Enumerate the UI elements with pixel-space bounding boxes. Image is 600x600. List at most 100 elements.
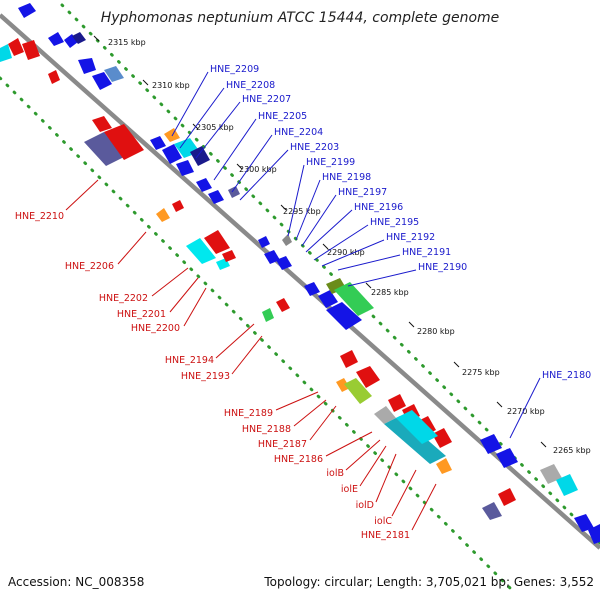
gene-arrow[interactable] <box>480 434 502 454</box>
gene-arrow[interactable] <box>396 410 438 444</box>
gene-arrow[interactable] <box>48 32 64 46</box>
gene-label[interactable]: HNE_2189 <box>224 408 273 419</box>
gene-label[interactable]: HNE_2200 <box>131 323 180 334</box>
gene-arrow[interactable] <box>92 72 112 90</box>
gene-arrow[interactable] <box>540 464 562 484</box>
gene-arrow[interactable] <box>556 474 578 496</box>
gene-arrow[interactable] <box>22 40 40 60</box>
gene-label[interactable]: HNE_2210 <box>15 211 64 222</box>
gene-arrow[interactable] <box>482 502 502 520</box>
gene-arrow[interactable] <box>496 448 518 468</box>
tick-label: 2305 kbp <box>196 123 234 132</box>
gene-arrow[interactable] <box>588 524 600 544</box>
gene-arrow[interactable] <box>172 200 184 212</box>
inner-guide-track <box>0 76 514 592</box>
gene-arrow[interactable] <box>150 136 166 150</box>
tick-mark <box>236 163 243 170</box>
gene-arrow[interactable] <box>78 58 96 74</box>
gene-label[interactable]: HNE_2190 <box>418 262 467 273</box>
gene-arrow[interactable] <box>336 378 350 392</box>
gene-label[interactable]: iolB <box>326 468 344 479</box>
gene-arrow[interactable] <box>340 350 358 368</box>
leader-line <box>169 277 199 313</box>
gene-label[interactable]: HNE_2187 <box>258 439 307 450</box>
gene-arrow[interactable] <box>436 458 452 474</box>
map-title: Hyphomonas neptunium ATCC 15444, complet… <box>101 10 500 26</box>
gene-label[interactable]: HNE_2205 <box>258 111 307 122</box>
gene-arrow[interactable] <box>8 38 24 56</box>
gene-arrow[interactable] <box>104 66 124 82</box>
gene-arrow[interactable] <box>48 70 60 84</box>
gene-label[interactable]: HNE_2196 <box>354 202 403 213</box>
tick-label: 2290 kbp <box>327 248 365 257</box>
gene-arrow[interactable] <box>162 144 182 164</box>
gene-arrow[interactable] <box>208 190 224 204</box>
gene-label[interactable]: HNE_2209 <box>210 64 259 75</box>
tick-label: 2265 kbp <box>553 446 591 455</box>
gene-label[interactable]: HNE_2188 <box>242 424 291 435</box>
gene-arrow[interactable] <box>196 178 212 192</box>
gene-arrow[interactable] <box>384 416 446 464</box>
leader-line <box>411 483 437 531</box>
gene-arrow[interactable] <box>104 124 144 160</box>
gene-arrow[interactable] <box>388 394 406 412</box>
gene-label[interactable]: HNE_2186 <box>274 454 323 465</box>
gene-arrow[interactable] <box>92 116 112 132</box>
gene-arrow[interactable] <box>498 488 516 506</box>
gene-arrow[interactable] <box>326 302 362 330</box>
gene-label[interactable]: HNE_2181 <box>361 530 410 541</box>
gene-arrow[interactable] <box>156 208 170 222</box>
tick-label: 2285 kbp <box>371 288 409 297</box>
leader-line <box>213 118 257 181</box>
gene-label[interactable]: HNE_2180 <box>542 370 591 381</box>
gene-arrow[interactable] <box>264 250 280 264</box>
leader-line <box>275 391 319 411</box>
gene-label[interactable]: HNE_2192 <box>386 232 435 243</box>
leader-line <box>345 439 381 471</box>
gene-label[interactable]: HNE_2191 <box>402 247 451 258</box>
tick-mark <box>93 35 100 42</box>
gene-arrow[interactable] <box>222 250 236 262</box>
gene-label[interactable]: HNE_2193 <box>181 371 230 382</box>
gene-label[interactable]: HNE_2203 <box>290 142 339 153</box>
gene-arrow[interactable] <box>262 308 274 322</box>
gene-arrow[interactable] <box>176 160 194 176</box>
reverse-gene-labels: HNE_2210 HNE_2206 HNE_2202 HNE_2201 HNE_… <box>15 211 410 541</box>
gene-label[interactable]: HNE_2197 <box>338 187 387 198</box>
gene-arrow[interactable] <box>318 290 338 308</box>
gene-arrow[interactable] <box>334 282 374 316</box>
gene-arrow[interactable] <box>228 186 240 198</box>
gene-label[interactable]: HNE_2202 <box>99 293 148 304</box>
gene-arrow[interactable] <box>432 428 452 448</box>
gene-arrow[interactable] <box>18 3 36 18</box>
gene-arrow[interactable] <box>84 132 126 166</box>
gene-label[interactable]: HNE_2199 <box>306 157 355 168</box>
tick-label: 2295 kbp <box>283 207 321 216</box>
gene-label[interactable]: HNE_2198 <box>322 172 371 183</box>
gene-arrow[interactable] <box>204 230 230 254</box>
gene-label[interactable]: HNE_2204 <box>274 127 323 138</box>
gene-label[interactable]: HNE_2206 <box>65 261 114 272</box>
gene-arrow[interactable] <box>282 234 292 246</box>
gene-arrow[interactable] <box>574 514 594 532</box>
gene-arrow[interactable] <box>0 44 12 62</box>
gene-label[interactable]: HNE_2208 <box>226 80 275 91</box>
gene-arrow[interactable] <box>72 32 86 44</box>
gene-arrow[interactable] <box>258 236 270 248</box>
gene-arrow[interactable] <box>276 298 290 312</box>
gene-label[interactable]: HNE_2195 <box>370 217 419 228</box>
gene-label[interactable]: HNE_2207 <box>242 94 291 105</box>
gene-arrow[interactable] <box>190 146 210 166</box>
gene-arrow[interactable] <box>304 282 320 296</box>
gene-arrow[interactable] <box>344 378 372 404</box>
gene-arrow[interactable] <box>186 238 216 264</box>
gene-label[interactable]: HNE_2201 <box>117 309 166 320</box>
gene-label[interactable]: iolD <box>356 500 374 511</box>
gene-label[interactable]: iolC <box>374 516 392 527</box>
gene-arrow[interactable] <box>276 256 292 270</box>
gene-label[interactable]: HNE_2194 <box>165 355 214 366</box>
gene-arrow[interactable] <box>374 406 396 424</box>
gene-label[interactable]: iolE <box>341 484 358 495</box>
gene-arrow[interactable] <box>356 366 380 388</box>
reverse-leader-lines <box>65 179 437 531</box>
